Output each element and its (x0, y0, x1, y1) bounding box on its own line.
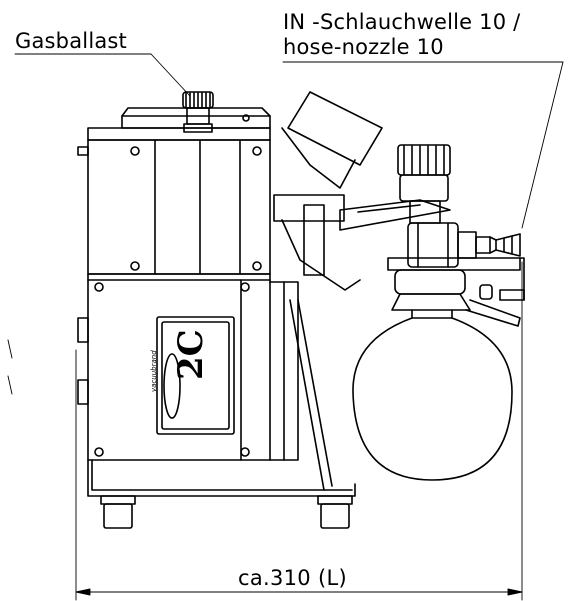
pump-base (87, 299, 356, 529)
separator-flask (352, 309, 513, 481)
label-gas-ballast: Gasballast (15, 29, 127, 53)
model-nameplate (156, 316, 235, 435)
edge-mark (7, 339, 13, 395)
label-inlet-line1: IN -Schlauchwelle 10 / (283, 10, 521, 34)
separator-clamp (387, 257, 525, 327)
pump-head (77, 107, 271, 275)
gas-ballast-valve (182, 91, 214, 133)
hose-nozzle (457, 231, 521, 259)
dimension-overall-length (75, 261, 523, 601)
motor-housing (77, 273, 299, 461)
condenser-holder (273, 91, 451, 291)
label-overall-length: ca.310 (L) (238, 566, 347, 590)
brand-logo: vacuubrand (150, 350, 158, 392)
leader-lines (14, 53, 564, 229)
label-inlet-line2: hose-nozzle 10 (283, 35, 444, 59)
model-badge-text: 2C (171, 329, 211, 380)
